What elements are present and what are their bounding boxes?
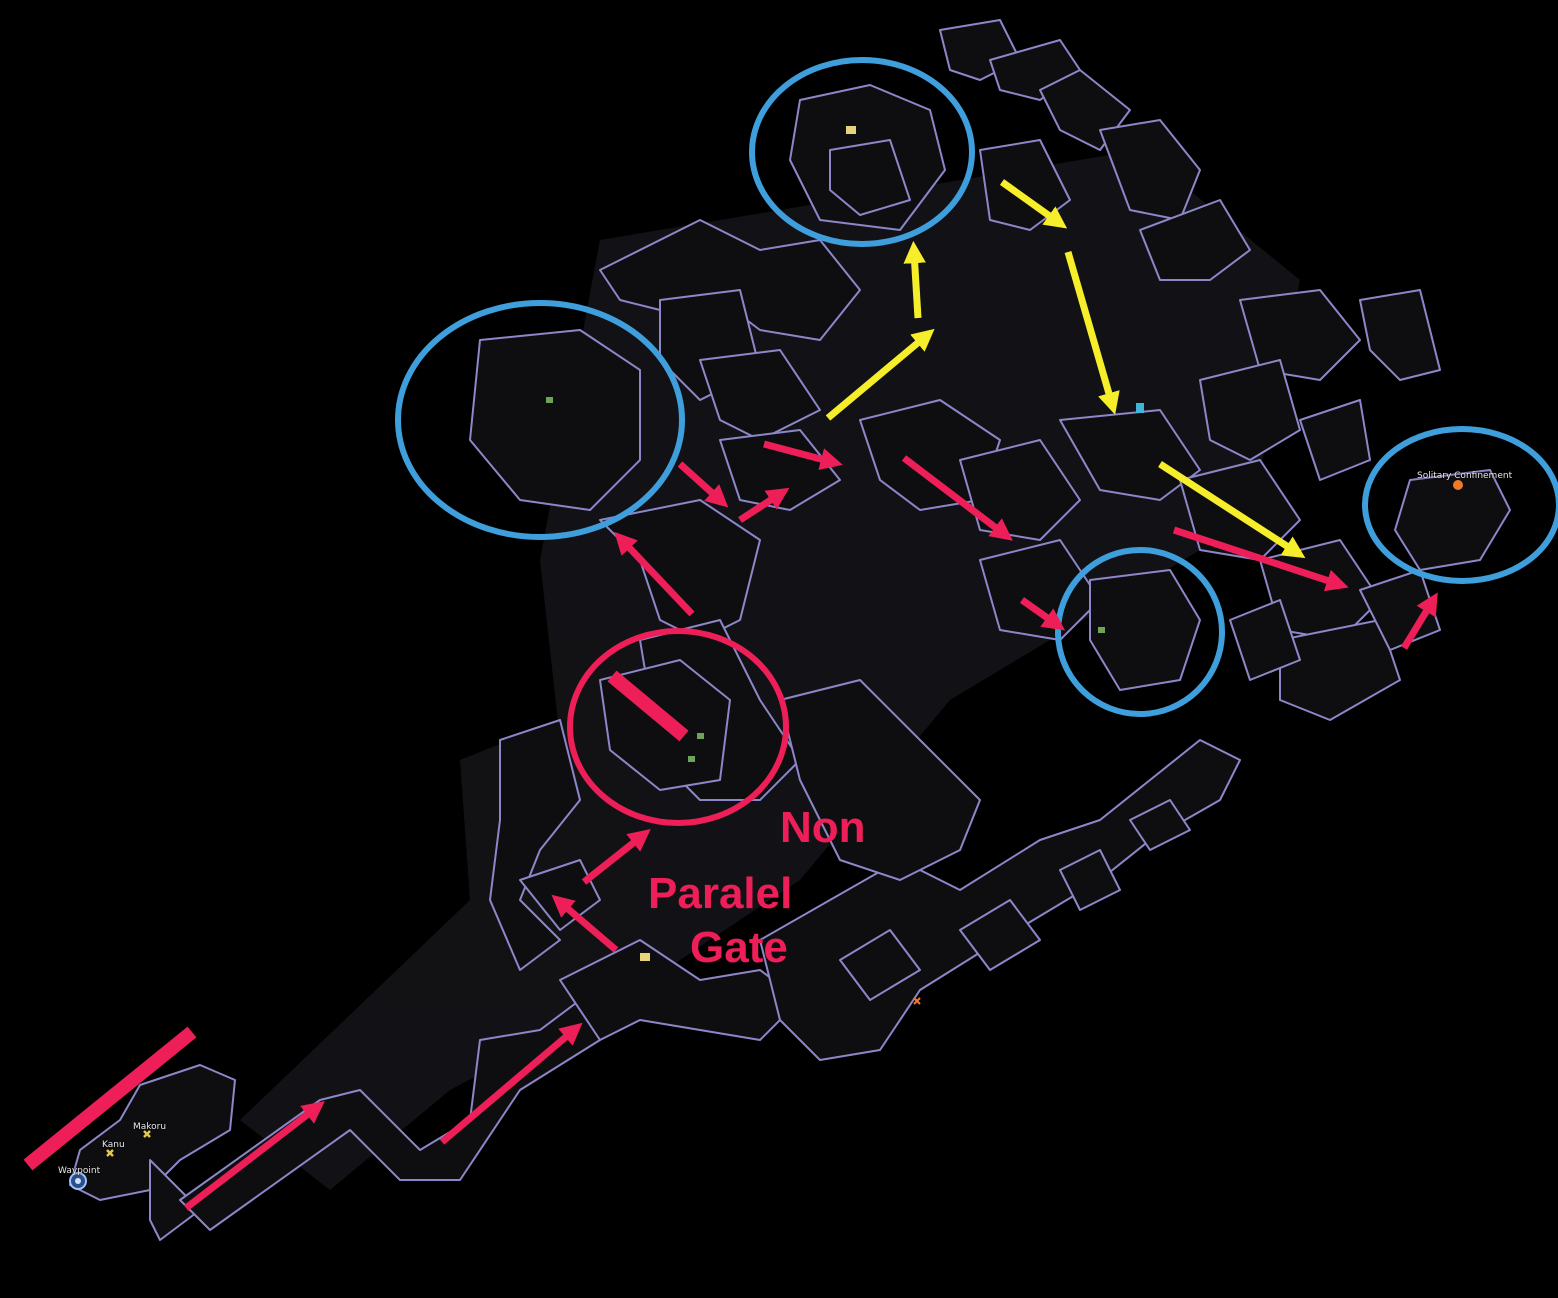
area-label-solitary-confinement: Solitary Confinement	[1417, 471, 1513, 481]
npc-label-makoru: Makoru	[133, 1122, 167, 1132]
start-block-bar	[23, 1026, 197, 1171]
zone-circle-center	[1055, 547, 1225, 717]
red-arrow-11	[1172, 526, 1349, 592]
waypoint-label: Waypoint	[58, 1166, 101, 1176]
yellow-route-arrows	[825, 179, 1306, 559]
npc-marker-icon[interactable]	[106, 1130, 151, 1157]
zone-circle-north	[749, 57, 975, 247]
red-arrow-9	[901, 455, 1013, 541]
blocked-bars	[23, 670, 689, 1171]
map-corridors	[69, 19, 1511, 1241]
gate-circle	[567, 628, 789, 826]
waypoint-icon[interactable]	[69, 1172, 87, 1190]
yellow-arrow-4	[1064, 251, 1120, 415]
yellow-arrow-1	[825, 328, 935, 421]
red-arrow-12	[1401, 592, 1438, 650]
zone-circle-solitary	[1362, 426, 1558, 584]
pin-marker-icon	[913, 997, 921, 1005]
yellow-arrow-5	[1158, 461, 1306, 559]
red-arrow-10	[1019, 597, 1066, 631]
portal-icon	[1136, 403, 1144, 413]
yellow-arrow-2	[903, 240, 926, 319]
red-arrow-4	[581, 829, 651, 885]
annotation-non: Non	[780, 803, 866, 852]
red-arrow-3	[551, 894, 619, 953]
yellow-arrow-3	[999, 179, 1068, 229]
npc-label-kanu: Kanu	[102, 1140, 125, 1150]
gate-block-bar	[607, 670, 689, 742]
red-route-arrows	[183, 440, 1438, 1211]
boss-marker-icon	[1453, 480, 1463, 490]
annotation-gate: Gate	[690, 923, 788, 972]
annotation-paralel: Paralel	[648, 869, 793, 918]
red-arrow-5	[614, 531, 695, 617]
red-arrow-7	[738, 487, 790, 523]
red-arrow-1	[183, 1101, 325, 1211]
red-arrow-2	[439, 1022, 583, 1145]
red-arrow-8	[763, 440, 843, 470]
zone-circles	[395, 57, 1558, 717]
zone-circle-west	[395, 300, 685, 540]
chest-icon	[546, 397, 1105, 762]
red-arrow-6	[677, 461, 729, 508]
quest-item-icon	[640, 126, 856, 961]
